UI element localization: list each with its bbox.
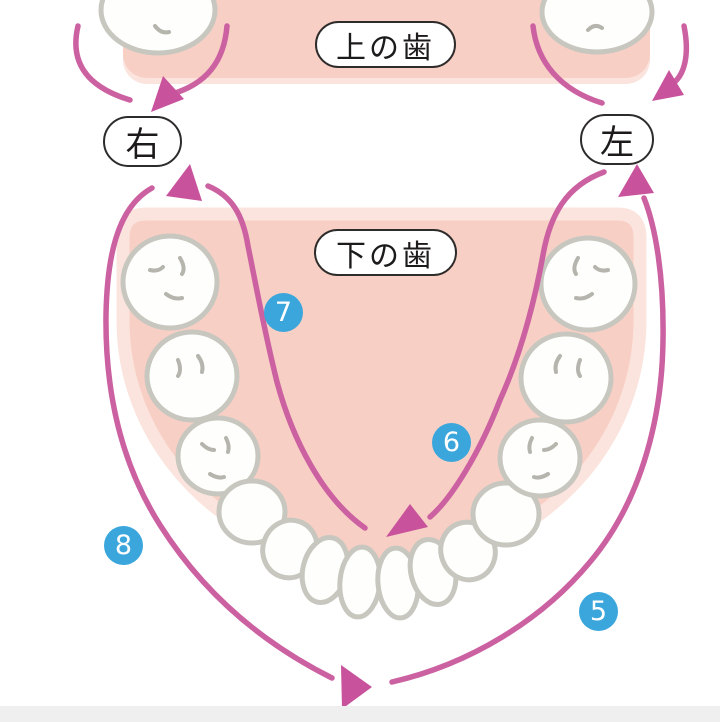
arrowhead-step5-end: [618, 164, 654, 197]
tooth-molar2-right: [518, 331, 614, 425]
side-label-left: 左: [580, 114, 654, 165]
lower-jaw: [116, 207, 647, 621]
step-number: 5: [589, 596, 608, 627]
side-label-right: 右: [103, 116, 182, 167]
tooth-molar1-left: [120, 233, 220, 331]
upper-teeth-label-text: 上の歯: [336, 30, 435, 66]
step-number: 6: [442, 427, 461, 458]
tooth-molar3-left: [175, 415, 261, 497]
arrowhead-upper-left: [652, 70, 684, 101]
upper-left-molar-crevice: [153, 24, 171, 35]
step-badge-7: 7: [264, 293, 303, 332]
arrowhead-step7-end: [166, 164, 202, 201]
tooth-molar2-left: [144, 329, 240, 423]
arrowhead-upper-right: [151, 76, 184, 112]
lower-teeth-row: [120, 233, 638, 621]
lower-teeth-label: 下の歯: [314, 229, 457, 276]
arrow-step5-outer-left-side: [389, 195, 666, 685]
step-number: 8: [114, 530, 133, 561]
step-badge-8: 8: [104, 526, 143, 565]
bottom-band: [0, 706, 720, 722]
upper-outer-right-arrow-tail: [73, 23, 133, 103]
arrowhead-step6-end: [386, 504, 428, 537]
side-label-left-text: 左: [600, 123, 634, 163]
tooth-molar1-right: [538, 235, 638, 333]
upper-right-molar-crevice: [586, 23, 604, 32]
arrowhead-step8-end: [341, 665, 372, 709]
arrow-step7-inner-right-side: [205, 183, 368, 531]
upper-teeth-label: 上の歯: [315, 21, 456, 68]
upper-inner-right-arrow: [169, 23, 230, 97]
step-badge-5: 5: [579, 592, 618, 631]
brushing-arrows: [73, 23, 690, 685]
tooth-molar3-right: [497, 417, 583, 499]
arrowheads: [151, 70, 684, 709]
step-number: 7: [274, 297, 293, 328]
lower-teeth-label-text: 下の歯: [336, 238, 435, 274]
arrow-step6-inner-left-side: [427, 169, 607, 520]
upper-outer-left-arrow: [669, 23, 690, 87]
upper-inner-left-arrow-tail: [530, 23, 605, 106]
side-label-right-text: 右: [125, 125, 160, 165]
arrow-step8-outer-right-side: [103, 185, 335, 681]
step-badge-6: 6: [432, 423, 471, 462]
tooth-premolar-right: [470, 480, 542, 548]
tooth-premolar-left: [216, 478, 288, 546]
molar-crevices: [148, 256, 610, 480]
